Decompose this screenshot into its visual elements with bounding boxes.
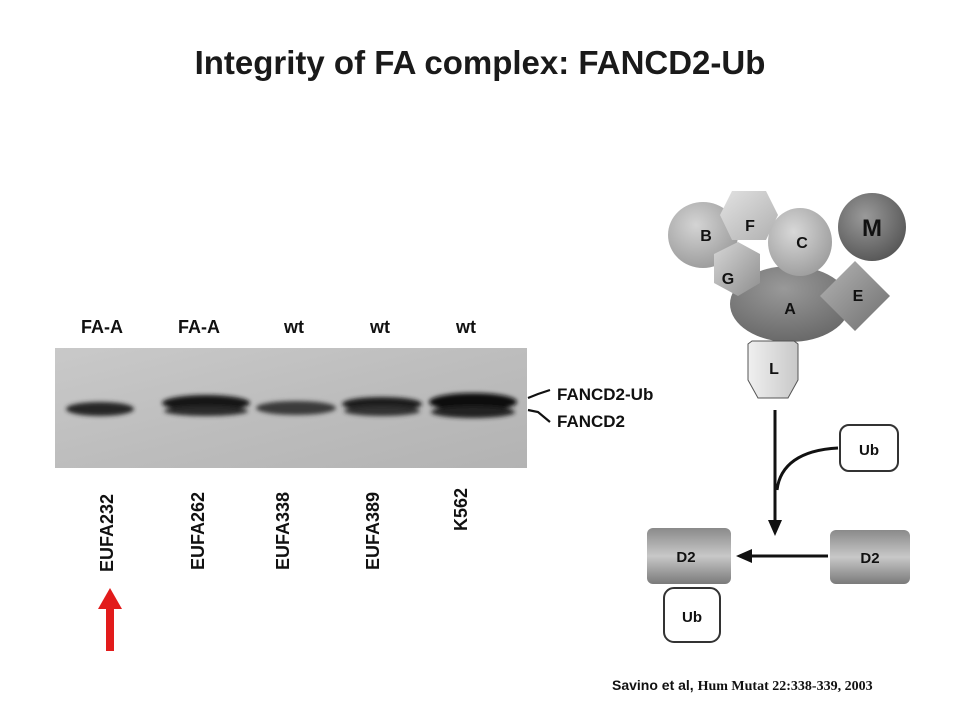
subunit-f-label: F: [745, 218, 755, 235]
ub-attached-label: Ub: [682, 609, 702, 626]
subunit-g: [714, 242, 760, 296]
subunit-l-label: L: [769, 361, 779, 378]
citation-journal: Hum Mutat 22:338-339, 2003: [697, 679, 873, 694]
band-lane-1: [66, 402, 134, 416]
red-arrow-icon: [98, 588, 122, 651]
lane-3-genotype: wt: [284, 317, 304, 337]
subunit-a: [730, 266, 850, 342]
band-lane-3: [256, 401, 336, 415]
band-label-fancd2-ub: FANCD2-Ub: [557, 385, 654, 404]
lane-3-cell-line: EUFA338: [273, 491, 293, 570]
band-lane-5-lower: [431, 406, 515, 418]
lane-5-genotype: wt: [456, 317, 476, 337]
band-lane-2-lower: [164, 406, 248, 416]
subunit-e-label: E: [853, 288, 864, 305]
subunit-m: [838, 193, 906, 261]
conversion-arrow-head: [736, 549, 752, 563]
ub-input-curve: [775, 446, 839, 491]
subunit-l: [747, 340, 799, 399]
ub-input-box: [839, 424, 899, 472]
lane-5-cell-line: K562: [451, 487, 471, 531]
lane-2-cell-line: EUFA262: [188, 491, 208, 570]
d2-unmodified-box: [830, 530, 910, 584]
band-lane-5-upper: [429, 393, 517, 411]
catalysis-arrow-head: [768, 520, 782, 536]
subunit-c-label: C: [796, 235, 808, 252]
lane-2-genotype: FA-A: [178, 317, 220, 337]
lane-4-genotype: wt: [370, 317, 390, 337]
red-arrow-shaft: [106, 605, 114, 651]
citation: Savino et al, Hum Mutat 22:338-339, 2003: [612, 677, 873, 695]
ub-attached-box: [663, 587, 721, 643]
lane-1-cell-line: EUFA232: [97, 493, 117, 572]
band-lane-4-lower: [344, 406, 420, 416]
d2-ubiquitinated-box: [647, 528, 731, 584]
western-blot-image: [55, 348, 527, 468]
fa-core-complex-diagram: B F C M G A E L: [668, 191, 906, 399]
subunit-m-label: M: [862, 215, 882, 242]
subunit-a-label: A: [784, 301, 796, 318]
lane-1-genotype: FA-A: [81, 317, 123, 337]
subunit-g-label: G: [722, 271, 734, 288]
d2-ubiquitinated-label: D2: [676, 549, 695, 566]
red-arrow-head: [98, 588, 122, 609]
citation-authors: Savino et al,: [612, 677, 694, 693]
band-label-fancd2: FANCD2: [557, 412, 626, 431]
page-title: Integrity of FA complex: FANCD2-Ub: [194, 44, 766, 81]
band-bracket: [527, 388, 551, 423]
ub-input-label: Ub: [859, 442, 879, 459]
subunit-c: [768, 208, 832, 276]
subunit-f: [720, 191, 778, 240]
ubiquitination-pathway-diagram: Ub D2 Ub D2: [647, 410, 910, 643]
subunit-e: [820, 261, 890, 331]
d2-unmodified-label: D2: [860, 550, 879, 567]
subunit-b-label: B: [700, 228, 712, 245]
lane-4-cell-line: EUFA389: [363, 491, 383, 570]
